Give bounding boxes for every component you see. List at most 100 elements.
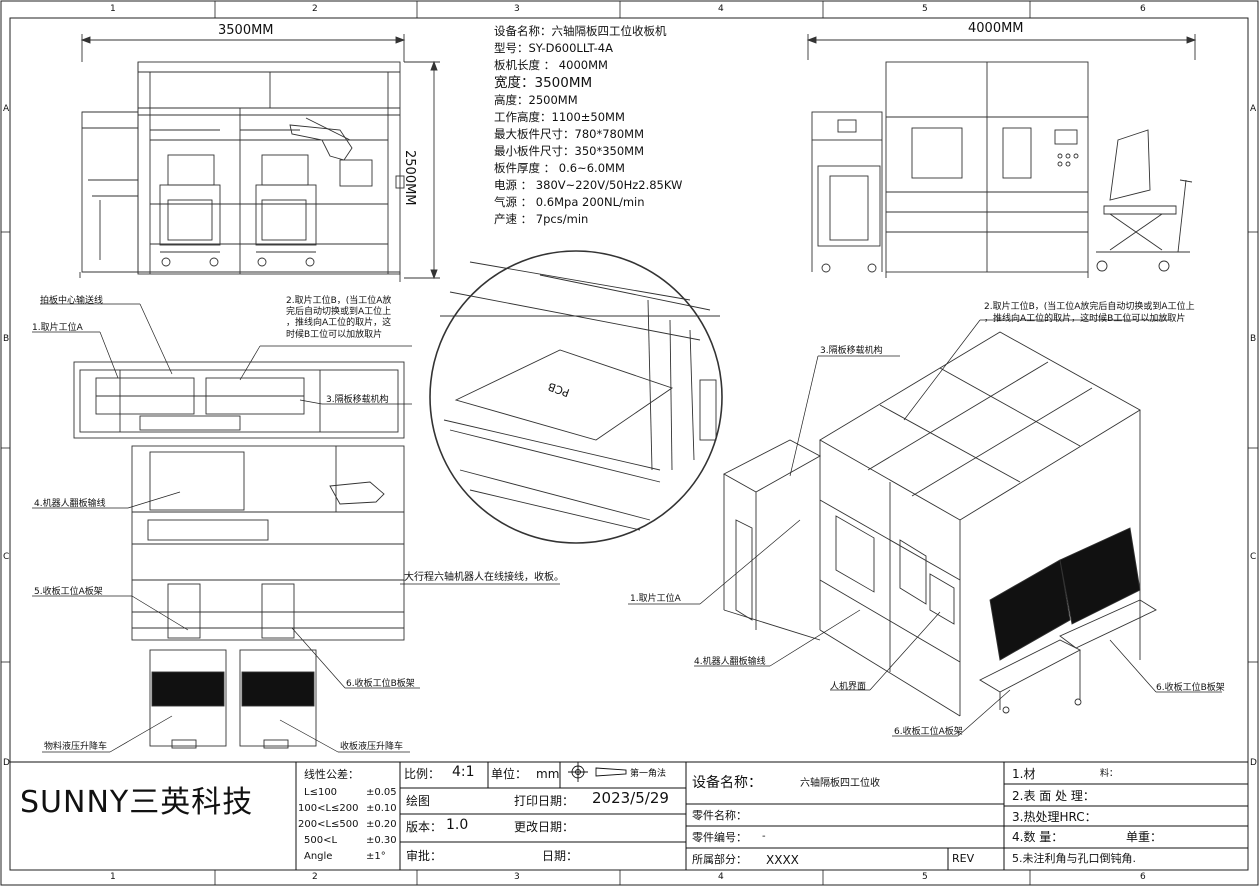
spec-max-board: 最大板件尺寸：780*780MM: [494, 127, 644, 141]
tolerance-range-4: 500<L: [304, 835, 338, 846]
row-label-b-right: B: [1250, 334, 1257, 344]
column-label-1-bottom: 1: [110, 872, 116, 882]
column-label-3-bottom: 3: [514, 872, 520, 882]
callout-plan-robot: 4.机器人翻板输线: [34, 499, 106, 509]
tolerance-range-2: 100<L≤200: [298, 803, 359, 814]
review-label: 审批：: [406, 849, 443, 863]
tolerance-value-1: ±0.05: [366, 787, 397, 798]
callout-plan-rack-b: 6.收板工位B板架: [346, 679, 415, 689]
row-label-b: B: [3, 334, 10, 344]
callout-cart-left: 物料液压升降车: [44, 742, 108, 752]
spec-work-height: 工作高度：1100±50MM: [494, 110, 625, 124]
tolerance-range-5: Angle: [304, 851, 333, 862]
callout-iso-transfer: 3.隔板移载机构: [820, 346, 883, 356]
scale-label: 比例：: [404, 767, 441, 781]
plan-view: [73, 361, 405, 749]
rev-label: REV: [952, 852, 975, 865]
spec-width: 宽度：3500MM: [494, 75, 593, 91]
detail-circle: [429, 250, 723, 544]
row-label-c-right: C: [1250, 552, 1257, 562]
callout-center-line: 拍板中心输送线: [40, 296, 104, 306]
drawn-label: 绘图: [406, 794, 431, 808]
callout-cart-right: 收板液压升降车: [340, 742, 404, 752]
dim-front-height: 2500MM: [402, 150, 417, 206]
spec-model: 型号：SY-D600LLT-4A: [494, 41, 613, 55]
version-value: 1.0: [446, 817, 469, 833]
change-date-label: 更改日期：: [514, 820, 575, 834]
isometric-view: [723, 331, 1157, 717]
callout-iso-b-1: 2.取片工位B，(当工位A放完后自动切换或到A工位上: [984, 302, 1195, 312]
front-view: [79, 34, 440, 282]
spec-length: 板机长度 ： 4000MM: [494, 58, 608, 72]
spec-air: 气源 ： 0.6Mpa 200NL/min: [494, 195, 645, 209]
tolerance-value-3: ±0.20: [366, 819, 397, 830]
spec-power: 电源 ： 380V~220V/50Hz2.85KW: [494, 178, 683, 192]
tolerance-value-2: ±0.10: [366, 803, 397, 814]
callout-iso-a: 1.取片工位A: [630, 594, 681, 604]
tolerance-value-4: ±0.30: [366, 835, 397, 846]
spec-speed: 产速 ： 7pcs/min: [494, 212, 589, 226]
callout-plan-a: 1.取片工位A: [32, 323, 83, 333]
spec-min-board: 最小板件尺寸：350*350MM: [494, 144, 644, 158]
column-label-2-bottom: 2: [312, 872, 318, 882]
projection-symbol: [568, 762, 627, 782]
surface-label: 2.表 面 处 理：: [1012, 789, 1095, 803]
note-label: 5.未注利角与孔口倒钝角.: [1012, 852, 1136, 865]
tolerance-value-5: ±1°: [366, 851, 386, 862]
callout-iso-robot: 4.机器人翻板输线: [694, 657, 766, 667]
column-label-6-bottom: 6: [1140, 872, 1146, 882]
column-label-6: 6: [1140, 4, 1146, 14]
callout-plan-b-3: ，推线向A工位的取片，这: [286, 318, 392, 328]
side-view: [806, 34, 1197, 278]
part-no-label: 零件编号：: [692, 831, 747, 844]
row-label-d-right: D: [1250, 758, 1257, 768]
heat-label: 3.热处理HRC：: [1012, 810, 1097, 824]
projection-label: 第一角法: [630, 769, 667, 779]
dim-front-width: 3500MM: [218, 23, 274, 38]
row-label-c: C: [3, 552, 10, 562]
column-label-1: 1: [110, 4, 116, 14]
callout-iso-hmi: 人机界面: [830, 682, 867, 692]
version-label: 版本：: [406, 820, 443, 834]
material-label: 1.材: [1012, 767, 1036, 781]
part-name-label: 零件名称：: [692, 809, 747, 822]
column-label-5: 5: [922, 4, 928, 14]
row-label-a: A: [3, 104, 10, 114]
column-label-2: 2: [312, 4, 318, 14]
weight-label: 单重：: [1126, 830, 1163, 844]
device-name-value: 六轴隔板四工位收: [800, 778, 880, 789]
dept-value: XXXX: [766, 853, 799, 867]
spec-thickness: 板件厚度 ： 0.6~6.0MM: [494, 161, 625, 175]
callout-plan-transfer: 3.隔板移载机构: [326, 395, 389, 405]
device-name-label: 设备名称：: [692, 775, 762, 791]
tolerance-title: 线性公差：: [304, 768, 359, 781]
company-logo: SUNNY三英科技: [20, 785, 254, 820]
column-label-3: 3: [514, 4, 520, 14]
dept-label: 所属部分：: [692, 853, 747, 866]
column-label-5-bottom: 5: [922, 872, 928, 882]
part-no-value: -: [762, 831, 766, 842]
callout-plan-b-4: 时候B工位可以加放取片: [286, 330, 383, 340]
scale-value: 4:1: [452, 764, 475, 780]
spec-device-name: 设备名称：六轴隔板四工位收板机: [494, 24, 667, 38]
tolerance-range-3: 200<L≤500: [298, 819, 359, 830]
material-suffix: 料：: [1100, 769, 1119, 779]
unit-label: 单位：: [491, 767, 528, 781]
callout-iso-rack-a: 6.收板工位A板架: [894, 727, 963, 737]
callout-plan-b-2: 完后自动切换或到A工位上: [286, 307, 392, 317]
row-label-a-right: A: [1250, 104, 1257, 114]
print-date-label: 打印日期：: [514, 794, 575, 808]
spec-height: 高度：2500MM: [494, 93, 578, 107]
date-label: 日期：: [542, 849, 579, 863]
dim-side-width: 4000MM: [968, 21, 1024, 36]
tolerance-range-1: L≤100: [304, 787, 338, 798]
column-label-4: 4: [718, 4, 724, 14]
unit-value: mm: [536, 767, 560, 781]
row-label-d: D: [3, 758, 10, 768]
callout-iso-b-2: ，推线向A工位的取片，这时候B工位可以加放取片: [984, 314, 1186, 324]
column-label-4-bottom: 4: [718, 872, 724, 882]
callout-robot-note: 大行程六轴机器人在线接线，收板。: [404, 572, 564, 583]
callout-plan-rack-a: 5.收板工位A板架: [34, 587, 103, 597]
